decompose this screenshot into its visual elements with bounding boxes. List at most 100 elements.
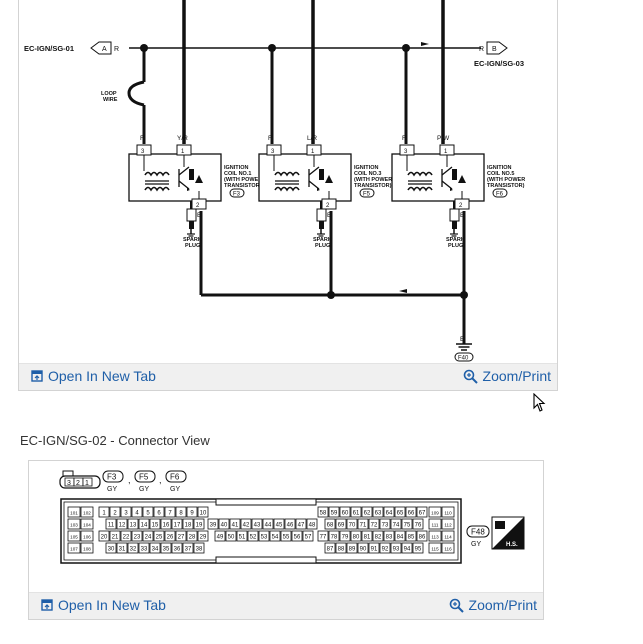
connector-pin-label: 75 bbox=[404, 523, 411, 529]
connector-pin-label: 20 bbox=[101, 535, 108, 541]
connector-pin bbox=[394, 506, 406, 518]
svg-text:,: , bbox=[159, 475, 162, 485]
open-in-new-tab-label: Open In New Tab bbox=[58, 597, 166, 613]
svg-text:3: 3 bbox=[67, 480, 71, 487]
connector-pin bbox=[394, 530, 406, 542]
svg-text:3: 3 bbox=[141, 149, 145, 155]
svg-text:F5: F5 bbox=[139, 473, 149, 482]
connector-pin-label: 110 bbox=[444, 511, 452, 516]
svg-text:3: 3 bbox=[271, 149, 275, 155]
connector-pin-label: 23 bbox=[134, 535, 141, 541]
connector-pin-label: 18 bbox=[185, 523, 192, 529]
connector-pin bbox=[328, 530, 340, 542]
connector-pin bbox=[335, 518, 347, 530]
connector-pin-label: 21 bbox=[112, 535, 119, 541]
connector-pin-label: 87 bbox=[327, 547, 334, 553]
connector-pin-label: 37 bbox=[185, 547, 192, 553]
connector-pin bbox=[98, 506, 110, 518]
connector-pin-label: 102 bbox=[83, 511, 91, 516]
connector-pin-label: 45 bbox=[276, 523, 283, 529]
connector-pin bbox=[127, 518, 139, 530]
connector-pin-label: 81 bbox=[364, 535, 371, 541]
connector-pin bbox=[346, 518, 358, 530]
connector-pin bbox=[350, 506, 362, 518]
connector-pin bbox=[160, 542, 172, 554]
connector-pin bbox=[142, 506, 154, 518]
connector-pin bbox=[280, 530, 292, 542]
connector-pin bbox=[291, 530, 303, 542]
connector-pin bbox=[346, 542, 358, 554]
spark-plug-label: SPARK bbox=[183, 237, 202, 243]
connector-pin bbox=[98, 530, 110, 542]
connector-pin bbox=[262, 518, 274, 530]
connector-pin bbox=[379, 542, 391, 554]
svg-text:TRANSISTOR): TRANSISTOR) bbox=[354, 183, 392, 189]
connector-pin bbox=[186, 530, 198, 542]
connector-pin bbox=[207, 518, 219, 530]
connector-pin-label: 13 bbox=[130, 523, 137, 529]
ground-symbol: F40 bbox=[454, 343, 474, 362]
coil-connector-code: F6 bbox=[496, 192, 504, 198]
svg-text:GY: GY bbox=[107, 486, 117, 493]
zoom-print-button[interactable]: Zoom/Print bbox=[449, 597, 537, 613]
connector-pin-label: 86 bbox=[419, 535, 426, 541]
connector-pin bbox=[269, 530, 281, 542]
connector-pin bbox=[171, 518, 183, 530]
connector-pin-label: 65 bbox=[397, 511, 404, 517]
svg-text:2: 2 bbox=[76, 480, 80, 487]
zoom-print-button[interactable]: Zoom/Print bbox=[463, 368, 551, 384]
open-in-new-tab-button[interactable]: Open In New Tab bbox=[41, 597, 166, 613]
connector-pin bbox=[428, 530, 442, 542]
connector-pin-label: 39 bbox=[210, 523, 217, 529]
loop-wire-line2: WIRE bbox=[103, 97, 118, 103]
connector-pin-label: 70 bbox=[349, 523, 356, 529]
connector-pin bbox=[109, 506, 121, 518]
connector-pin-label: 56 bbox=[294, 535, 301, 541]
connector-pin bbox=[127, 542, 139, 554]
connector-pin-label: 4 bbox=[135, 511, 139, 517]
connector-pin-label: 103 bbox=[70, 523, 78, 528]
connector-pin-label: 105 bbox=[70, 535, 78, 540]
connector-arrow-left: EC-IGN/SG-01 A R bbox=[24, 41, 119, 55]
connector-pin bbox=[164, 530, 176, 542]
connector-pin bbox=[328, 506, 340, 518]
connector-pin bbox=[368, 518, 380, 530]
connector-pin bbox=[390, 542, 402, 554]
connector-pin bbox=[142, 530, 154, 542]
svg-text:PLUG: PLUG bbox=[315, 243, 330, 249]
connector-pin-label: 94 bbox=[404, 547, 411, 553]
svg-text:F6: F6 bbox=[170, 473, 180, 482]
connector-pin-label: 82 bbox=[375, 535, 382, 541]
connector-pin bbox=[120, 506, 132, 518]
svg-text:1: 1 bbox=[181, 149, 185, 155]
connector-pin bbox=[67, 518, 81, 530]
connector-pin-label: 101 bbox=[70, 511, 78, 516]
connector-pin-label: 22 bbox=[123, 535, 130, 541]
main-connector-code: F48 GY bbox=[466, 525, 490, 548]
connector-pin-label: 19 bbox=[196, 523, 203, 529]
wiring-diagram: EC-IGN/SG-01 A R R B EC-IGN/SG-03 LOOP W… bbox=[24, 0, 525, 362]
wiring-diagram-panel: EC-IGN/SG-01 A R R B EC-IGN/SG-03 LOOP W… bbox=[18, 0, 558, 391]
connector-pin bbox=[67, 542, 81, 554]
connector-pin bbox=[153, 530, 165, 542]
connector-pin bbox=[105, 542, 117, 554]
connector-pin bbox=[339, 506, 351, 518]
svg-text:F48: F48 bbox=[471, 528, 485, 537]
open-in-new-tab-button[interactable]: Open In New Tab bbox=[31, 368, 156, 384]
connector-pin bbox=[186, 506, 198, 518]
connector-pin-label: 48 bbox=[309, 523, 316, 529]
svg-text:2: 2 bbox=[196, 203, 200, 209]
connector-pin bbox=[324, 542, 336, 554]
connector-pin bbox=[401, 542, 413, 554]
connector-pin bbox=[109, 530, 121, 542]
connector-pin bbox=[164, 506, 176, 518]
connector-pin-label: 80 bbox=[353, 535, 360, 541]
connector-pin-label: 63 bbox=[375, 511, 382, 517]
connector-pin-label: 26 bbox=[167, 535, 174, 541]
connector-pin bbox=[197, 506, 209, 518]
connector-pin-label: 28 bbox=[189, 535, 196, 541]
connector-pin-label: 10 bbox=[200, 511, 207, 517]
ground-connector-code: F40 bbox=[458, 356, 469, 362]
connector-pin bbox=[306, 518, 318, 530]
connector-pin bbox=[175, 506, 187, 518]
